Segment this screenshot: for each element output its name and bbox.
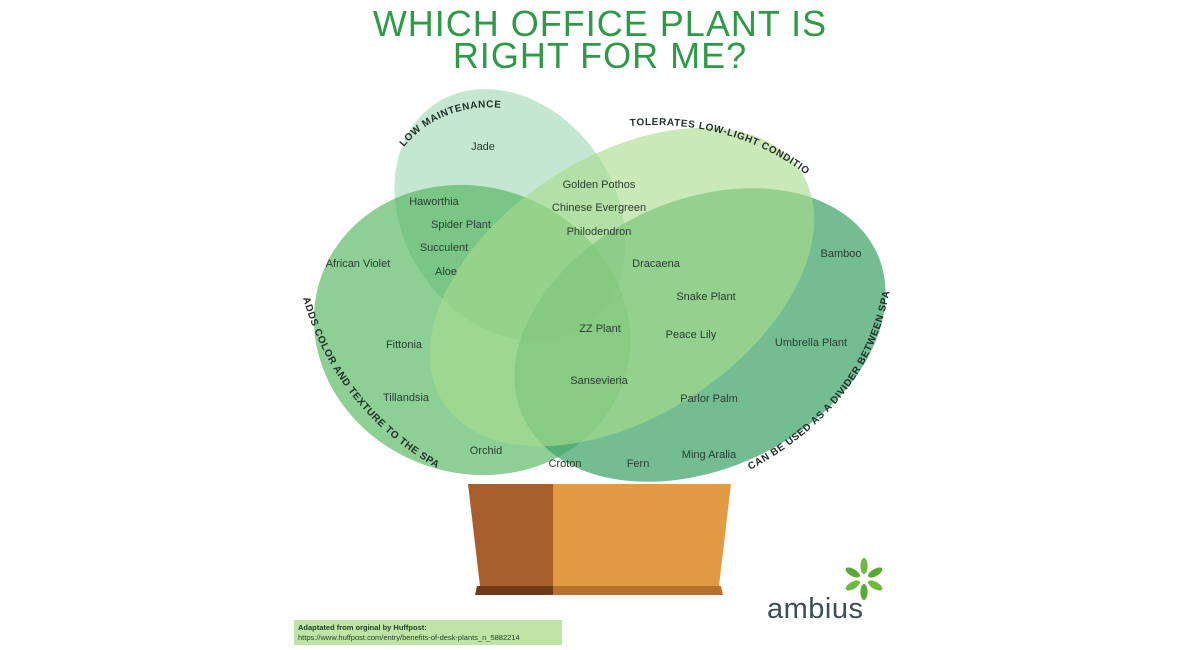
plant-label: ZZ Plant (579, 323, 621, 335)
title-line-2: RIGHT FOR ME? (452, 35, 748, 76)
leaf-low-light (429, 127, 815, 447)
plant-label: African Violet (326, 258, 391, 270)
plant-label: Sansevieria (570, 375, 628, 387)
plant-label: Bamboo (821, 248, 862, 260)
pot-base-light (553, 586, 723, 595)
plant-label: Chinese Evergreen (552, 202, 646, 214)
plant-label: Croton (548, 458, 581, 470)
plant-label: Dracaena (632, 258, 681, 270)
plant-label: Snake Plant (676, 291, 735, 303)
plant-label: Tillandsia (383, 392, 430, 404)
pot-light-side (553, 484, 731, 586)
plant-label: Philodendron (567, 226, 632, 238)
credit-link[interactable]: https://www.huffpost.com/entry/benefits-… (298, 633, 520, 642)
plant-label: Succulent (420, 242, 468, 254)
plant-label: Fern (627, 458, 650, 470)
pot-dark-side (468, 484, 553, 586)
brand-logo-text: ambius (767, 593, 864, 625)
plant-pot (468, 484, 731, 595)
plant-label: Spider Plant (431, 219, 491, 231)
plant-label: Jade (471, 141, 495, 153)
plant-label: Haworthia (409, 196, 459, 208)
source-credit: Adaptated from orginal by Huffpost: http… (294, 620, 562, 645)
plant-label: Fittonia (386, 339, 423, 351)
pot-base-dark (475, 586, 553, 595)
plant-label: Parlor Palm (680, 393, 737, 405)
plant-label: Ming Aralia (682, 449, 737, 461)
credit-line-1: Adaptated from orginal by Huffpost: (298, 623, 427, 632)
plant-label: Aloe (435, 266, 457, 278)
plant-label: Orchid (470, 445, 502, 457)
plant-label: Golden Pothos (563, 179, 636, 191)
plant-label: Umbrella Plant (775, 337, 847, 349)
diagram-title: WHICH OFFICE PLANT IS RIGHT FOR ME? (0, 3, 1200, 76)
plant-label: Peace Lily (666, 329, 717, 341)
leaf-cluster-icon (845, 558, 883, 600)
title-line-1: WHICH OFFICE PLANT IS (372, 3, 828, 44)
